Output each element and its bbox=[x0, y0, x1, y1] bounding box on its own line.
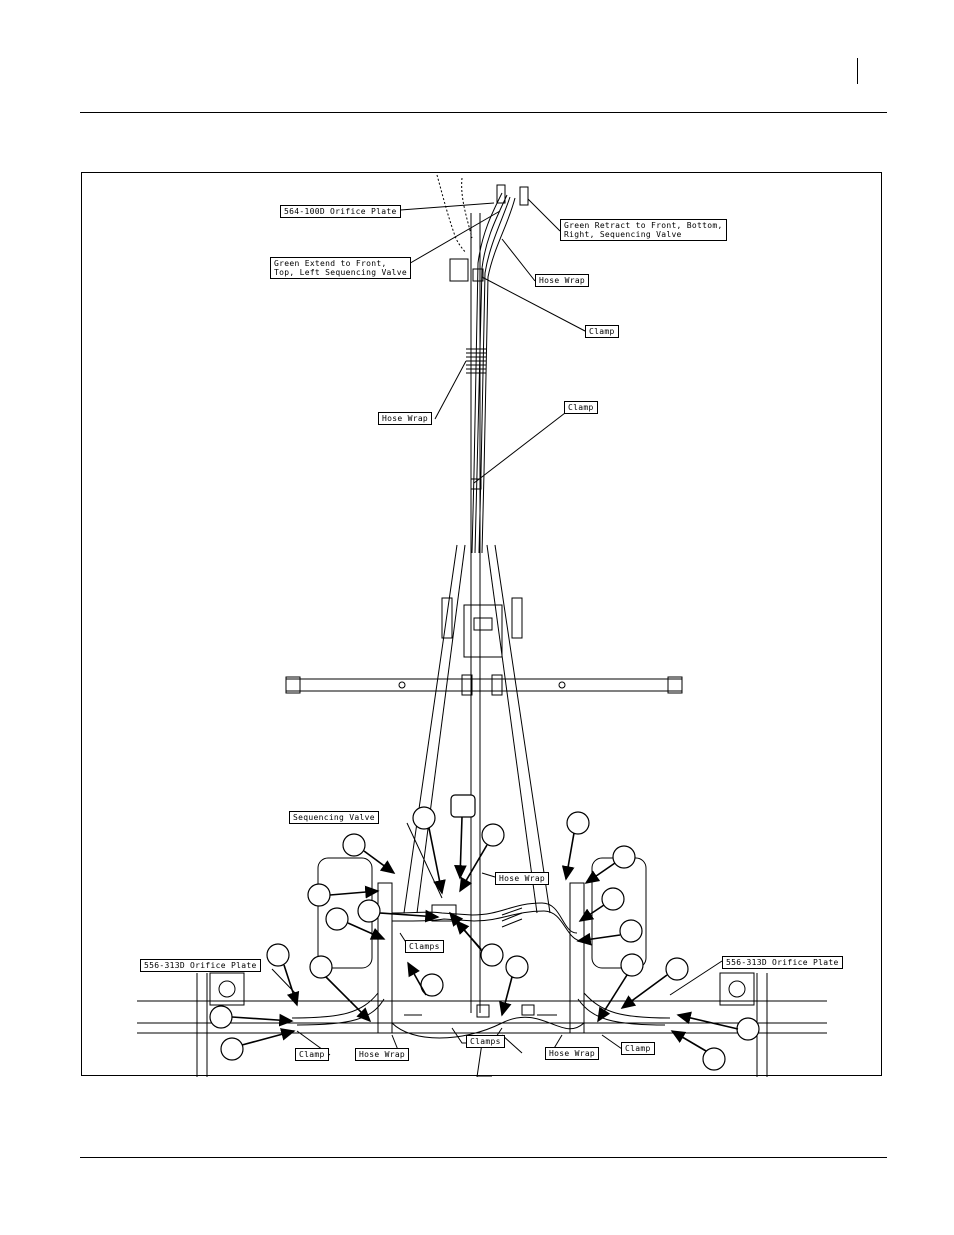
label-clamp-bottom-right: Clamp bbox=[621, 1042, 655, 1055]
hose-routing-diagram: 564-100D Orifice Plate Green Retract to … bbox=[81, 172, 882, 1076]
label-clamp-mid: Clamp bbox=[564, 401, 598, 414]
label-green-retract: Green Retract to Front, Bottom, Right, S… bbox=[560, 219, 727, 241]
label-orifice-right: 556-313D Orifice Plate bbox=[722, 956, 843, 969]
label-hose-wrap-bottom-left: Hose Wrap bbox=[355, 1048, 409, 1061]
label-hose-wrap-mid: Hose Wrap bbox=[378, 412, 432, 425]
label-hose-wrap-bottom-right: Hose Wrap bbox=[545, 1047, 599, 1060]
diagram-drawing bbox=[82, 173, 883, 1077]
label-clamps-left: Clamps bbox=[405, 940, 444, 953]
label-clamps-bottom: Clamps bbox=[466, 1035, 505, 1048]
label-orifice-left: 556-313D Orifice Plate bbox=[140, 959, 261, 972]
label-orifice-top: 564-100D Orifice Plate bbox=[280, 205, 401, 218]
label-green-extend: Green Extend to Front, Top, Left Sequenc… bbox=[270, 257, 411, 279]
footer-rule bbox=[80, 1157, 887, 1158]
label-hose-wrap-center: Hose Wrap bbox=[495, 872, 549, 885]
label-sequencing-valve: Sequencing Valve bbox=[289, 811, 379, 824]
header-tick bbox=[857, 58, 858, 84]
label-hose-wrap-top: Hose Wrap bbox=[535, 274, 589, 287]
label-clamp-top: Clamp bbox=[585, 325, 619, 338]
header-rule bbox=[80, 112, 887, 113]
label-clamp-bottom-left: Clamp bbox=[295, 1048, 329, 1061]
